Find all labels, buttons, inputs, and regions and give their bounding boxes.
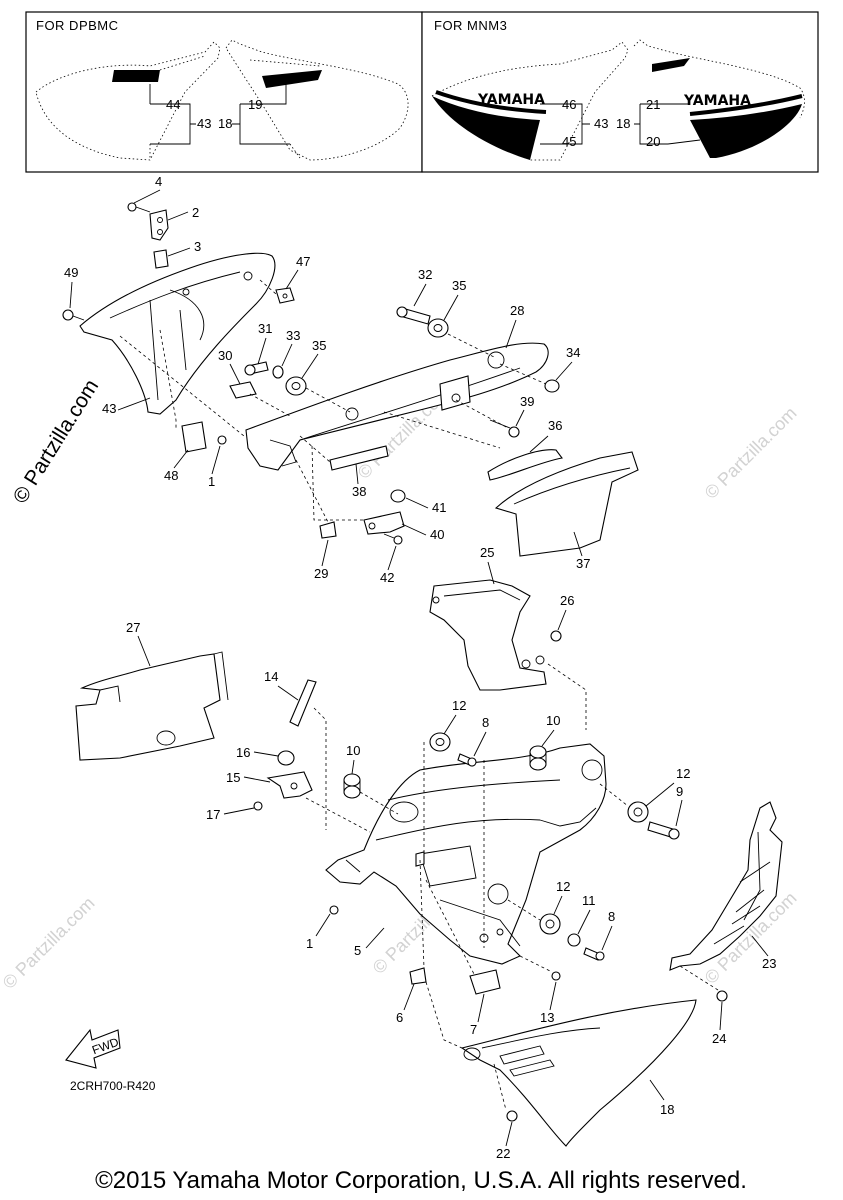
inset-dpbmc: FOR DPBMC 44 43 18 19	[25, 11, 423, 173]
callout-43: 43	[102, 401, 116, 416]
callout-30: 30	[218, 348, 232, 363]
callout-20: 20	[646, 134, 660, 149]
callout-16: 16	[236, 745, 250, 760]
inset-mnm3: FOR MNM3 YAMAHA YAMAHA 46 45 43 18 21 20	[421, 11, 819, 173]
callout-18-inset2: 18	[616, 116, 630, 131]
watermark: © Partzilla.com	[0, 893, 99, 993]
callout-4: 4	[155, 174, 162, 189]
callout-3: 3	[194, 239, 201, 254]
callout-35-left: 35	[312, 338, 326, 353]
fwd-arrow: FWD	[65, 1028, 121, 1069]
middle-assembly: 25 26 27	[75, 545, 587, 761]
callout-13: 13	[540, 1010, 554, 1025]
callout-21: 21	[646, 97, 660, 112]
callout-22: 22	[496, 1146, 510, 1161]
callout-43-inset2: 43	[594, 116, 608, 131]
callout-24: 24	[712, 1031, 726, 1046]
callout-37: 37	[576, 556, 590, 571]
callout-1-lower: 1	[306, 936, 313, 951]
inset-title-dpbmc: FOR DPBMC	[36, 18, 119, 33]
callout-45: 45	[562, 134, 576, 149]
diagram-code: 2CRH700-R420	[70, 1079, 156, 1093]
callout-26: 26	[560, 593, 574, 608]
callout-31: 31	[258, 321, 272, 336]
callout-29: 29	[314, 566, 328, 581]
callout-1-top: 1	[208, 474, 215, 489]
callout-28: 28	[510, 303, 524, 318]
callout-18-inset: 18	[218, 116, 232, 131]
callout-17: 17	[206, 807, 220, 822]
callout-8-lower: 8	[608, 909, 615, 924]
callout-43-inset: 43	[197, 116, 211, 131]
yamaha-logo-right: YAMAHA	[683, 93, 751, 109]
callout-33: 33	[286, 328, 300, 343]
callout-32: 32	[418, 267, 432, 282]
callout-47: 47	[296, 254, 310, 269]
callout-48: 48	[164, 468, 178, 483]
watermark-vertical: © Partzilla.com	[9, 375, 103, 507]
callout-12-lower: 12	[556, 879, 570, 894]
callout-6: 6	[396, 1010, 403, 1025]
callout-41: 41	[432, 500, 446, 515]
callout-35-right: 35	[452, 278, 466, 293]
callout-25: 25	[480, 545, 494, 560]
upper-assembly: 4 2 3 43 49 47 48	[62, 174, 639, 585]
callout-27: 27	[126, 620, 140, 635]
callout-11: 11	[582, 893, 596, 908]
yamaha-logo-left: YAMAHA	[477, 92, 545, 108]
lower-assembly: 14 16 15 17 10	[206, 669, 783, 1161]
callout-15: 15	[226, 770, 240, 785]
callout-12-upper: 12	[452, 698, 466, 713]
callout-14: 14	[264, 669, 278, 684]
watermark: © Partzilla.com	[701, 403, 801, 503]
callout-42: 42	[380, 570, 394, 585]
copyright-footer: ©2015 Yamaha Motor Corporation, U.S.A. A…	[95, 1167, 747, 1194]
callout-10-right: 10	[546, 713, 560, 728]
callout-8-upper: 8	[482, 715, 489, 730]
callout-49: 49	[64, 265, 78, 280]
callout-12-right: 12	[676, 766, 690, 781]
callout-2: 2	[192, 205, 199, 220]
callout-9: 9	[676, 784, 683, 799]
callout-5: 5	[354, 943, 361, 958]
callout-46: 46	[562, 97, 576, 112]
callout-40: 40	[430, 527, 444, 542]
callout-38: 38	[352, 484, 366, 499]
callout-18: 18	[660, 1102, 674, 1117]
callout-19: 19	[248, 97, 262, 112]
callout-7: 7	[470, 1022, 477, 1037]
inset-title-mnm3: FOR MNM3	[434, 18, 507, 33]
callout-34: 34	[566, 345, 580, 360]
callout-39: 39	[520, 394, 534, 409]
callout-44: 44	[166, 97, 180, 112]
callout-36: 36	[548, 418, 562, 433]
callout-23: 23	[762, 956, 776, 971]
callout-10-left: 10	[346, 743, 360, 758]
